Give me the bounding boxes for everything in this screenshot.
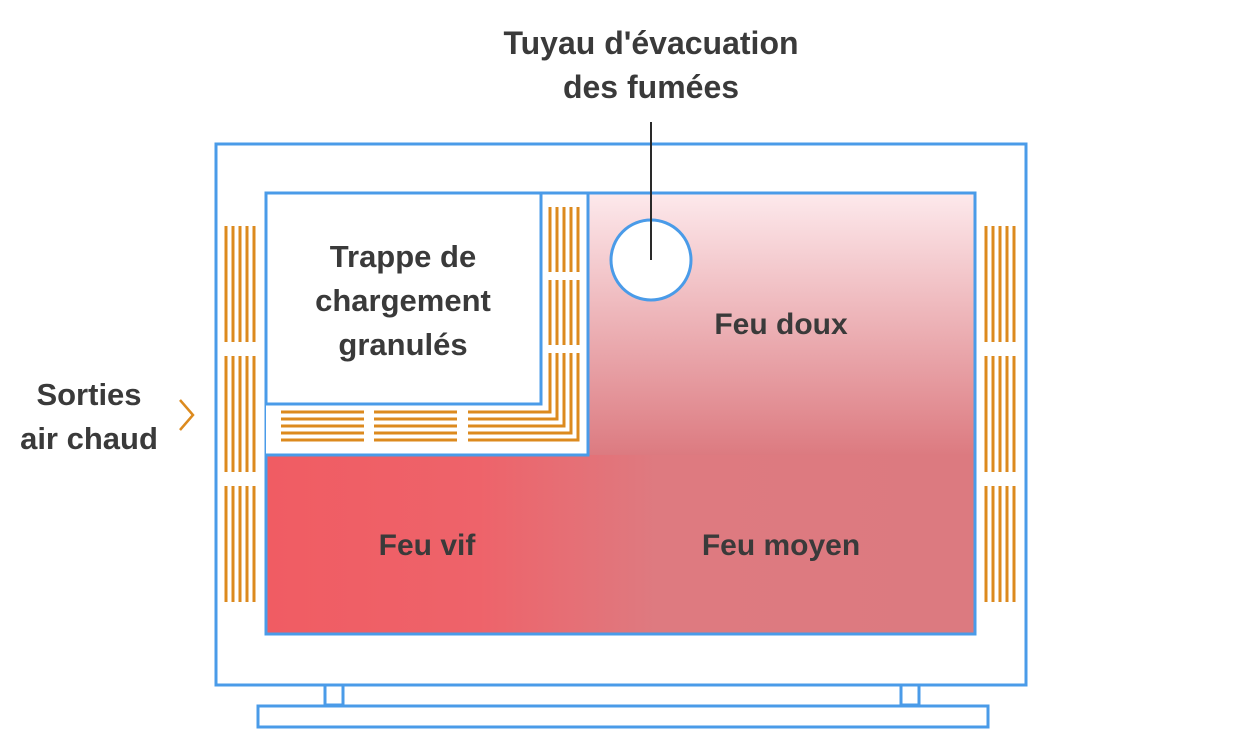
right-hot-air-vents <box>984 226 1016 602</box>
stove-base-plate <box>256 704 990 729</box>
fire-zone-bottom <box>266 455 975 634</box>
left-vent-bottom <box>224 486 256 602</box>
flue-pipe-label-line1: Tuyau d'évacuation <box>503 25 798 61</box>
flue-pipe-label-line2: des fumées <box>563 69 739 105</box>
stove-foot-right <box>899 683 921 707</box>
left-vent-top <box>224 226 256 342</box>
combustion-chamber-outline <box>264 191 977 636</box>
gentle-fire-label: Feu doux <box>714 308 848 341</box>
pellet-hopper-box <box>264 191 543 406</box>
hopper-label-line1: Trappe de <box>330 239 476 274</box>
hopper-vent-corner <box>468 353 580 442</box>
stove-outer-casing <box>214 142 1028 687</box>
hot-air-outlets-label-line1: Sorties <box>36 377 141 412</box>
left-hot-air-vents <box>224 226 256 602</box>
hopper-label-line2: chargement <box>315 283 491 318</box>
stove-foot-left <box>323 683 345 707</box>
medium-fire-label: Feu moyen <box>702 529 860 562</box>
left-vent-middle <box>224 356 256 472</box>
hopper-vent-horizontal-left <box>281 410 364 442</box>
strong-fire-label: Feu vif <box>379 529 477 562</box>
chevron-right-icon <box>179 399 195 431</box>
right-vent-middle <box>984 356 1016 472</box>
hopper-vent-horizontal-middle <box>374 410 457 442</box>
right-vent-top <box>984 226 1016 342</box>
hopper-label-line3: granulés <box>338 327 467 362</box>
hopper-vent-vertical-top <box>548 207 580 272</box>
hopper-surround-vents <box>281 207 580 442</box>
right-vent-bottom <box>984 486 1016 602</box>
hopper-vent-vertical-middle <box>548 280 580 345</box>
hot-air-outlets-label-line2: air chaud <box>20 421 158 456</box>
